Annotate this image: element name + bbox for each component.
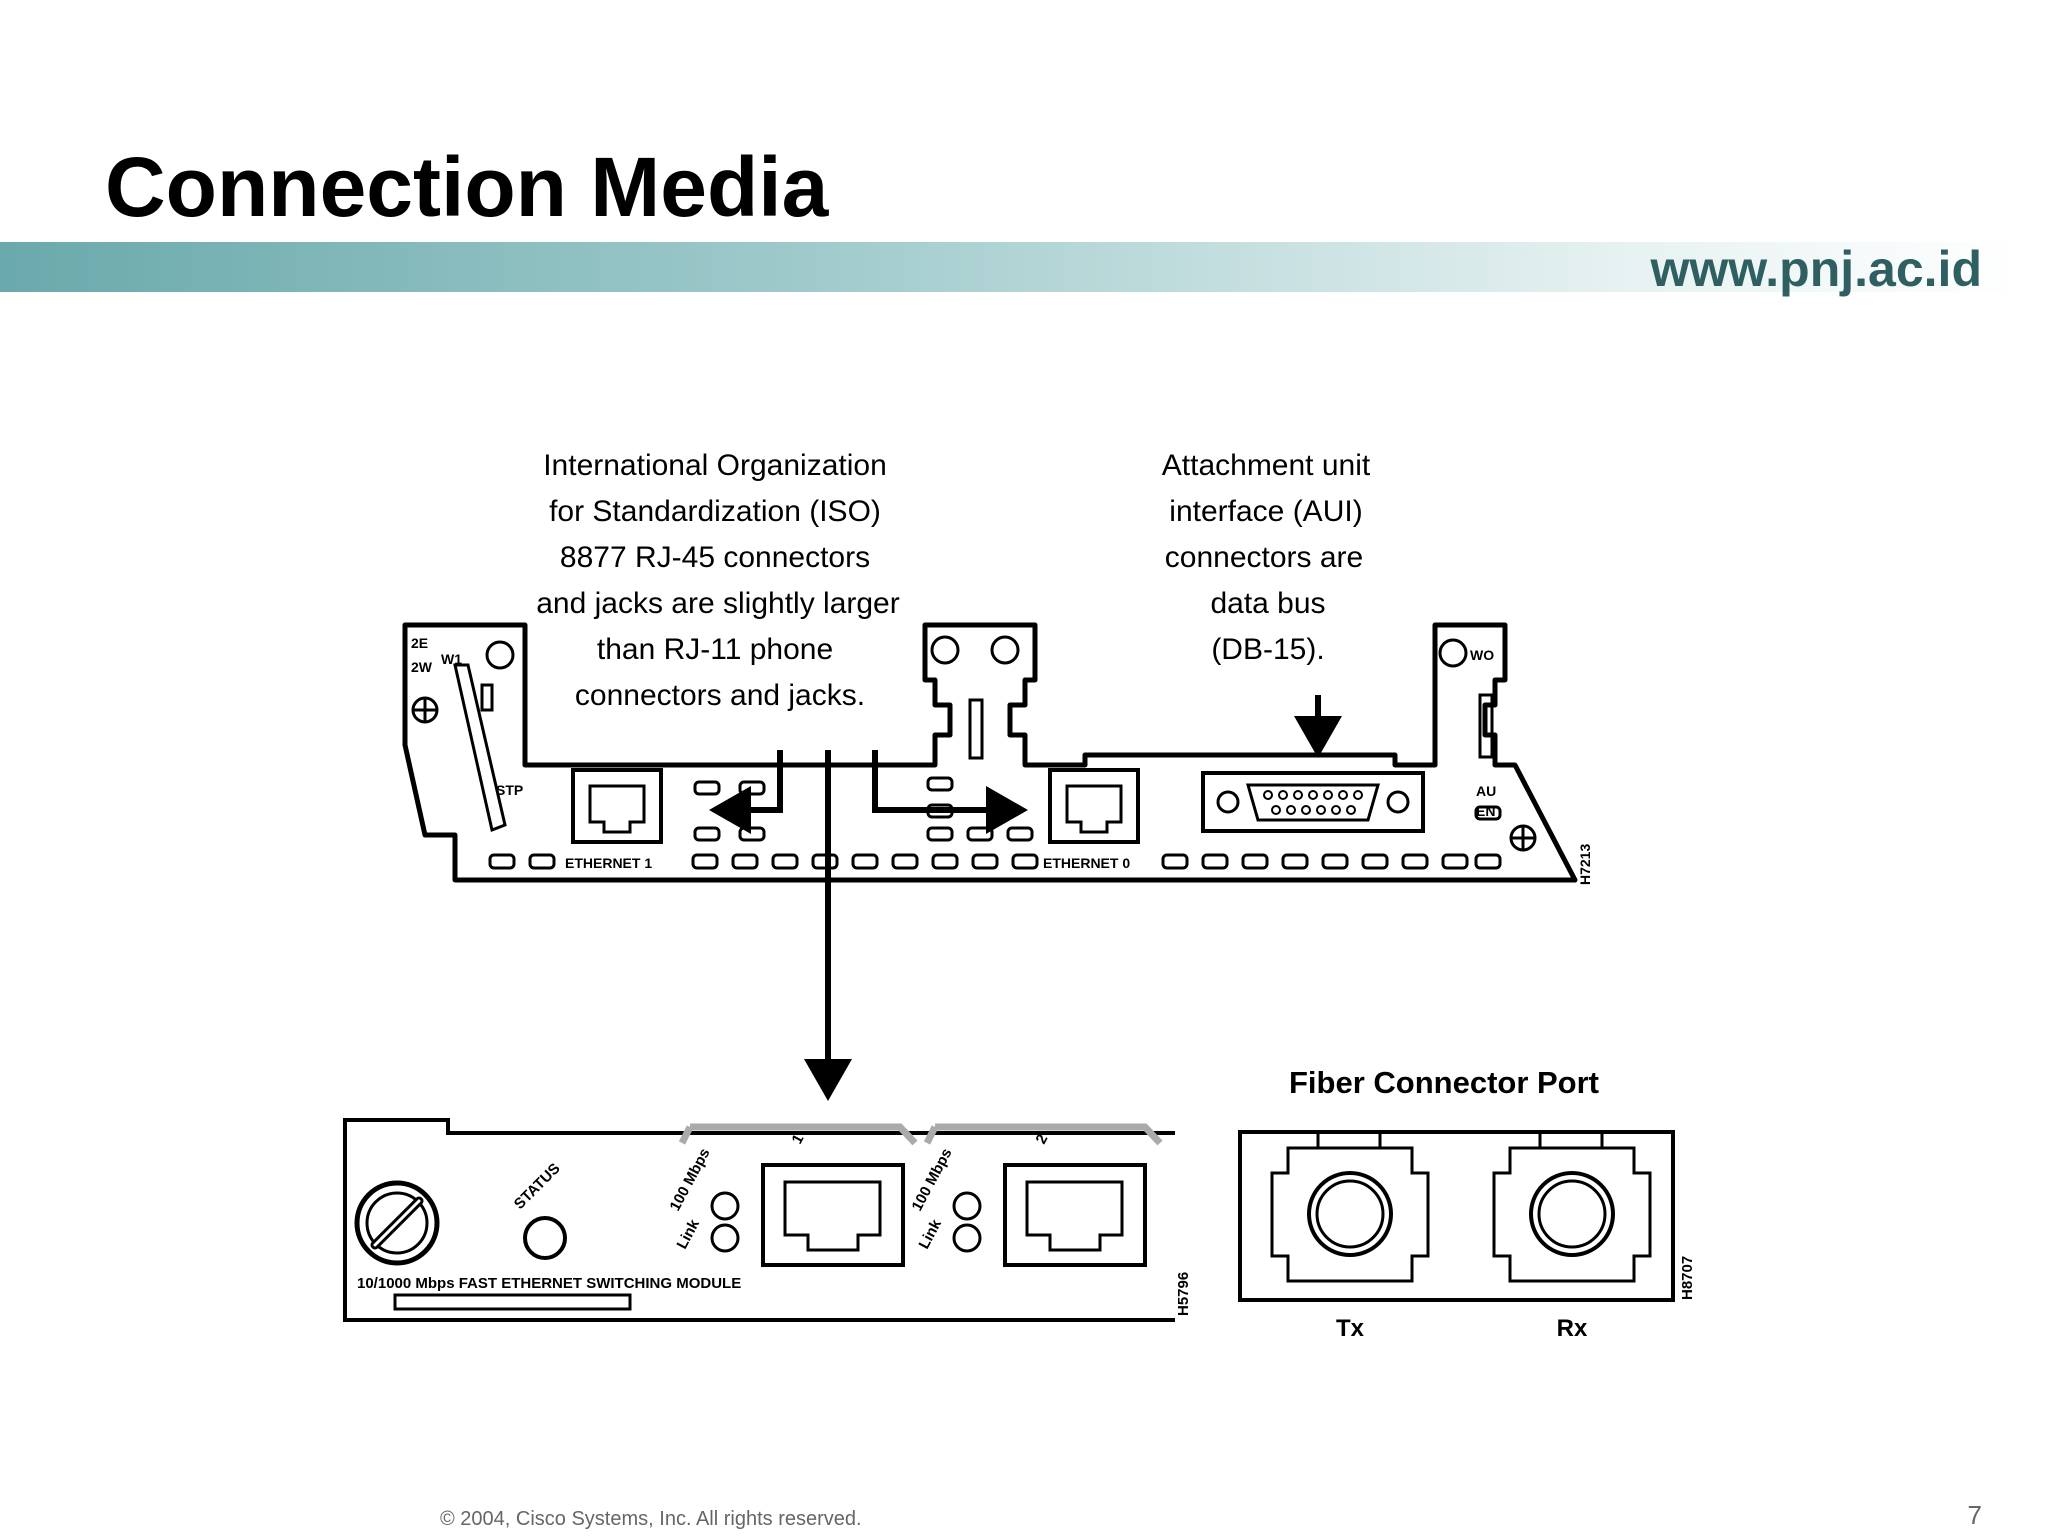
header-gradient-band [0, 242, 2020, 292]
switch-slot [480, 683, 494, 712]
rj45-callout-line: and jacks are slightly larger [536, 587, 900, 620]
label-stp: STP [496, 782, 523, 798]
label-link-1: Link [674, 1216, 704, 1252]
label-w1: W1 [441, 651, 462, 667]
screw-hole [930, 635, 960, 665]
slide-title: Connection Media [105, 140, 829, 234]
label-ethernet1: ETHERNET 1 [565, 855, 652, 871]
rj45-callout-line: International Organization [543, 449, 887, 482]
screw-hole [1438, 638, 1468, 668]
label-status: STATUS [511, 1160, 564, 1213]
rx-connector [1492, 1146, 1652, 1283]
arrow-to-ethernet0 [872, 750, 1028, 834]
switch-slot [968, 698, 984, 760]
rj45-callout-line: than RJ-11 phone [597, 633, 833, 666]
led [952, 1223, 982, 1253]
label-2w: 2W [411, 659, 433, 675]
ejector-bar [393, 1293, 632, 1311]
tx-connector [1270, 1146, 1430, 1283]
switch-module: STATUS 100 Mbps Link 100 Mbps Link 1 2 1… [343, 1118, 1192, 1322]
ethernet1-port [571, 768, 663, 844]
label-2e: 2E [411, 635, 428, 651]
label-100mbps-2: 100 Mbps [909, 1146, 956, 1214]
router-panel: 2E 2W W1 STP ETHERNET 1 ETHERNET 0 AU EN… [402, 622, 1593, 885]
label-ethernet0: ETHERNET 0 [1043, 855, 1130, 871]
aui-callout-line: (DB-15). [1211, 633, 1324, 666]
rj45-port-1 [761, 1163, 905, 1267]
switch-slot [1478, 693, 1494, 759]
site-url: www.pnj.ac.id [1650, 241, 1982, 297]
aui-callout-line: data bus [1210, 587, 1325, 620]
footer-copyright: © 2004, Cisco Systems, Inc. All rights r… [440, 1508, 862, 1530]
switch-module-outline [343, 1118, 1175, 1322]
arrow-to-ethernet1 [709, 750, 783, 834]
label-rx: Rx [1557, 1315, 1588, 1342]
router-panel-outline [402, 622, 1578, 883]
label-wo: WO [1470, 647, 1494, 663]
aui-callout: Attachment unit interface (AUI) connecto… [1162, 449, 1371, 666]
led [952, 1191, 982, 1221]
rj45-port-2 [1003, 1163, 1147, 1267]
page-number: 7 [1967, 1500, 1982, 1530]
screw-hole [485, 640, 515, 670]
rj45-callout-line: 8877 RJ-45 connectors [560, 541, 870, 574]
aui-callout-line: connectors are [1165, 541, 1363, 574]
rj45-callout-line: for Standardization (ISO) [549, 495, 881, 528]
label-link-2: Link [916, 1216, 946, 1252]
fiber-panel [1238, 1130, 1675, 1302]
module-code: H5796 [1175, 1272, 1192, 1316]
fiber-title: Fiber Connector Port [1289, 1065, 1599, 1100]
fiber-connector-port: Fiber Connector Port Tx Rx H8707 [1238, 1065, 1696, 1342]
led [710, 1223, 740, 1253]
callout-arrows [709, 695, 1342, 1101]
fiber-code: H8707 [1679, 1256, 1696, 1300]
aui-callout-line: interface (AUI) [1169, 495, 1362, 528]
stp-lever [453, 663, 507, 833]
label-en: EN [1476, 803, 1495, 819]
module-label: 10/1000 Mbps FAST ETHERNET SWITCHING MOD… [357, 1275, 741, 1292]
aui-db15-port [1201, 771, 1425, 833]
router-code: H7213 [1577, 844, 1593, 885]
label-tx: Tx [1336, 1315, 1365, 1342]
label-100mbps-1: 100 Mbps [667, 1146, 714, 1214]
ethernet0-port [1048, 768, 1140, 844]
screw-hole [990, 635, 1020, 665]
aui-callout-line: Attachment unit [1162, 449, 1371, 482]
thumbscrew [354, 1180, 440, 1266]
led [710, 1191, 740, 1221]
status-led [523, 1216, 567, 1260]
rj45-callout-line: connectors and jacks. [575, 679, 865, 712]
label-au: AU [1476, 783, 1496, 799]
rj45-callout: International Organization for Standardi… [536, 449, 900, 712]
